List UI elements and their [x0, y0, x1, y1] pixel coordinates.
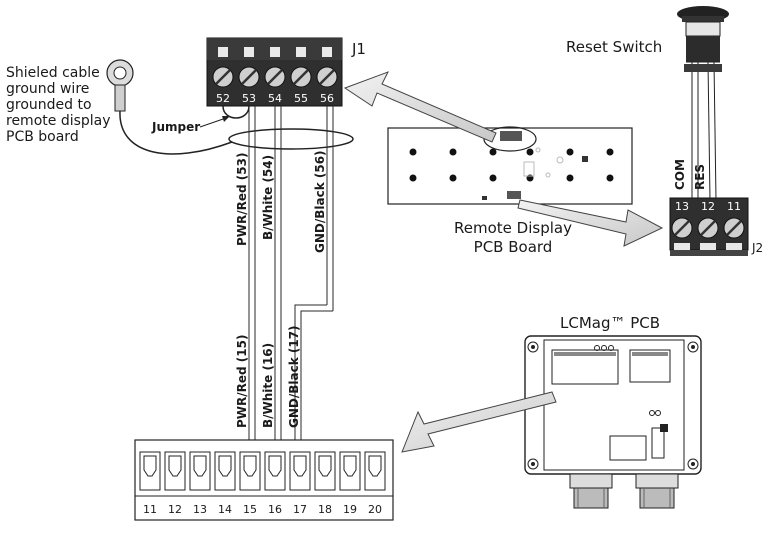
- upper-wire-label-pwr: PWR/Red (53): [235, 153, 249, 246]
- lcmag-pcb-label: LCMag™ PCB: [560, 314, 660, 332]
- j1-label: J1: [351, 40, 366, 58]
- cable-ring: [228, 128, 354, 150]
- shield-note-line: ground wire: [6, 81, 89, 97]
- terminal-number: 14: [218, 503, 232, 516]
- terminal-number: 20: [368, 503, 382, 516]
- terminal-slot-opening: [168, 455, 182, 477]
- terminal-slot-opening: [218, 455, 232, 477]
- terminal-number: 15: [243, 503, 257, 516]
- terminal-block: 11 12 13 14 15 16 17 18 19 20: [134, 439, 394, 521]
- j1-screw: [290, 66, 312, 88]
- shield-note-line: remote display: [6, 113, 111, 129]
- j1-pin-label: 53: [242, 92, 256, 105]
- j2-pin-label: 12: [701, 200, 715, 213]
- terminal-slot-opening: [343, 455, 357, 477]
- ground-lug-icon: [106, 59, 134, 112]
- pcb-led-dot: [449, 174, 457, 182]
- pcb-led-dot: [566, 174, 574, 182]
- shield-ground-wire: [119, 110, 233, 155]
- pcb-led-dot: [526, 148, 534, 156]
- shield-note-line: grounded to: [6, 97, 92, 113]
- callout-arrow-to-j1: [343, 71, 497, 143]
- pcb-led-dot: [449, 148, 457, 156]
- j1-pin-label: 56: [320, 92, 334, 105]
- lower-wire-label-b: B/White (16): [261, 343, 275, 428]
- terminal-number: 16: [268, 503, 282, 516]
- j1-screw: [238, 66, 260, 88]
- terminal-slot-opening: [318, 455, 332, 477]
- terminal-number: 11: [143, 503, 157, 516]
- pcb-led-dot: [489, 174, 497, 182]
- j2-screw: [697, 217, 719, 239]
- remote-display-pcb: [387, 126, 633, 205]
- pcb-led-dot: [409, 174, 417, 182]
- j1-screw: [264, 66, 286, 88]
- terminal-slot-opening: [243, 455, 257, 477]
- j2-pin-label: 11: [727, 200, 741, 213]
- j1-screw: [212, 66, 234, 88]
- j1-screw: [316, 66, 338, 88]
- terminal-number: 19: [343, 503, 357, 516]
- j1-connector: 52 53 54 55 56: [206, 37, 343, 107]
- j1-pin-label: 55: [294, 92, 308, 105]
- pcb-led-dot: [606, 174, 614, 182]
- pcb-led-dot: [489, 148, 497, 156]
- terminal-number: 12: [168, 503, 182, 516]
- j1-pin-label: 54: [268, 92, 282, 105]
- callout-arrow-to-terminal: [401, 391, 557, 453]
- pcb-led-dot: [566, 148, 574, 156]
- wire-bundle: [248, 106, 334, 458]
- j1-pin-label: 52: [216, 92, 230, 105]
- terminal-slot-opening: [268, 455, 282, 477]
- terminal-slot-opening: [193, 455, 207, 477]
- j2-pin-label: 13: [675, 200, 689, 213]
- reset-switch-label: Reset Switch: [566, 38, 662, 56]
- shield-note-line: Shieled cable: [6, 65, 100, 81]
- terminal-slot-opening: [293, 455, 307, 477]
- j2-connector: 13 12 11: [669, 197, 749, 256]
- terminal-number: 17: [293, 503, 307, 516]
- com-label: COM: [673, 159, 687, 190]
- callout-arrow-to-j2: [517, 199, 664, 247]
- jumper-wire: [222, 105, 250, 119]
- j2-screw: [723, 217, 745, 239]
- lower-wire-label-pwr: PWR/Red (15): [235, 335, 249, 428]
- j2-screw: [671, 217, 693, 239]
- terminal-number: 13: [193, 503, 207, 516]
- remote-display-label-line: Remote Display: [454, 219, 572, 237]
- lcmag-pcb: [524, 335, 702, 509]
- terminal-slot-opening: [368, 455, 382, 477]
- terminal-slot-opening: [143, 455, 157, 477]
- res-label: RES: [693, 164, 707, 190]
- jumper-label: Jumper: [151, 120, 200, 134]
- shield-note-line: PCB board: [6, 129, 79, 145]
- remote-display-label-line: PCB Board: [474, 238, 553, 256]
- upper-wire-label-b: B/White (54): [261, 155, 275, 240]
- upper-wire-label-gnd: GND/Black (56): [313, 150, 327, 253]
- j2-label: J2: [751, 241, 763, 255]
- terminal-number: 18: [318, 503, 332, 516]
- pcb-led-dot: [409, 148, 417, 156]
- reset-switch-icon: [677, 6, 729, 63]
- lower-wire-label-gnd: GND/Black (17): [287, 325, 301, 428]
- pcb-led-dot: [606, 148, 614, 156]
